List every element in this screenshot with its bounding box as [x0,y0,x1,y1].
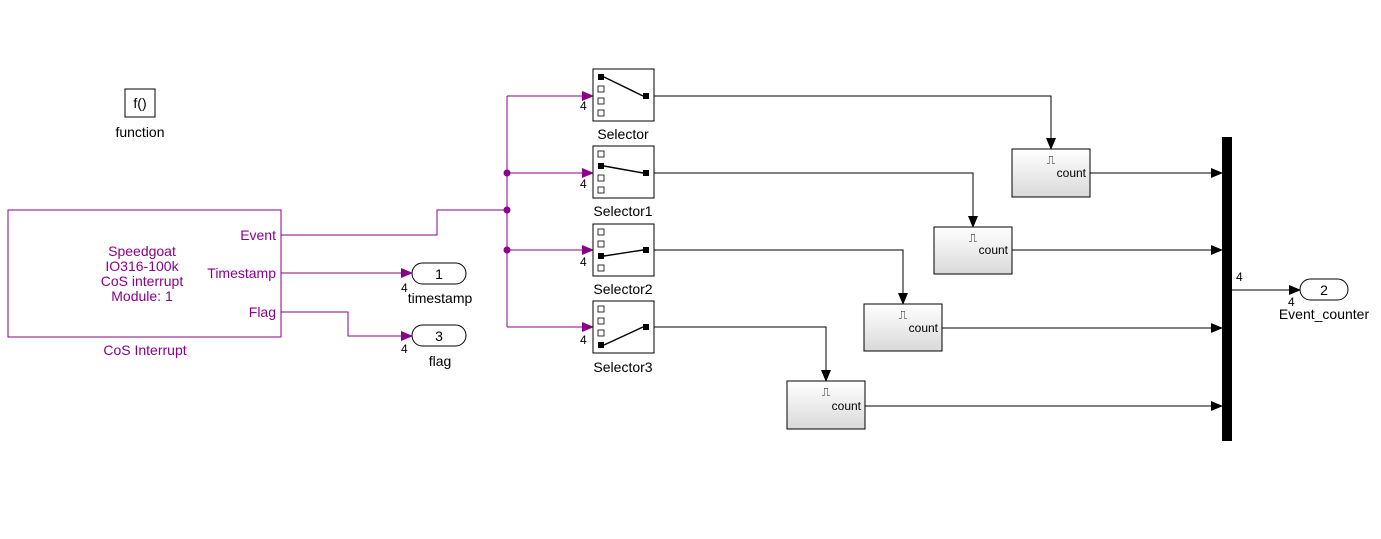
selector-block-1[interactable] [592,145,655,199]
port-flag-label: Flag [249,304,276,320]
outport-event-counter[interactable]: 2 [1299,278,1349,301]
pulse-icon: ⎍ [822,385,831,399]
function-glyph: f() [133,95,146,111]
counter-port-label: count [1057,166,1087,180]
counter-block-1[interactable]: ⎍ count [933,226,1013,275]
counter-block-3[interactable]: ⎍ count [786,380,866,430]
signal-wires-purple [281,91,594,341]
selector-block-0[interactable] [592,68,655,122]
counter-port-label: count [979,243,1009,257]
outport-event-counter-number: 2 [1320,282,1328,298]
outport-event-counter-name: Event_counter [1279,306,1370,322]
counter-block-2[interactable]: ⎍ count [863,303,943,352]
selector-signal-width-1: 4 [580,177,587,191]
flag-signal-width: 4 [401,342,408,356]
cos-block-label: CoS Interrupt [103,342,186,358]
branch-point [503,246,511,254]
function-block-label: function [115,124,164,140]
outport-timestamp[interactable]: 1 [411,262,467,285]
cos-block-line-1: Speedgoat [108,243,176,259]
selector-label-3: Selector3 [593,359,652,375]
counter-block-0[interactable]: ⎍ count [1011,148,1091,198]
port-timestamp-label: Timestamp [207,265,276,281]
selector-signal-width-3: 4 [580,333,587,347]
branch-point [503,169,511,177]
selector-block-3[interactable] [592,300,655,354]
selector-signal-width-2: 4 [580,255,587,269]
mux-signal-width: 4 [1236,270,1243,284]
selector-label-2: Selector2 [593,281,652,297]
counter-port-label: count [909,321,939,335]
counter-port-label: count [832,399,862,413]
outport-timestamp-name: timestamp [408,290,473,306]
outport-flag-number: 3 [435,328,443,344]
selector-block-2[interactable] [592,223,655,277]
pulse-icon: ⎍ [899,308,908,322]
port-event-label: Event [240,227,276,243]
outport-flag-name: flag [429,353,452,369]
event-counter-signal-width: 4 [1288,295,1295,309]
outport-timestamp-number: 1 [435,266,443,282]
selector-signal-width-0: 4 [580,99,587,113]
branch-point [503,206,511,214]
cos-block-line-3: CoS interrupt [101,273,184,289]
signal-wires-black [654,95,1301,411]
cos-block-line-4: Module: 1 [111,288,173,304]
timestamp-signal-width: 4 [401,281,408,295]
function-block[interactable]: f() [124,88,156,118]
cos-interrupt-block[interactable]: Speedgoat IO316-100k CoS interrupt Modul… [7,209,282,338]
selector-label-0: Selector [597,126,649,142]
pulse-icon: ⎍ [1047,153,1056,167]
cos-block-line-2: IO316-100k [105,258,179,274]
outport-flag[interactable]: 3 [411,324,467,347]
pulse-icon: ⎍ [969,231,978,245]
selector-label-1: Selector1 [593,203,652,219]
mux-block[interactable] [1222,137,1232,441]
